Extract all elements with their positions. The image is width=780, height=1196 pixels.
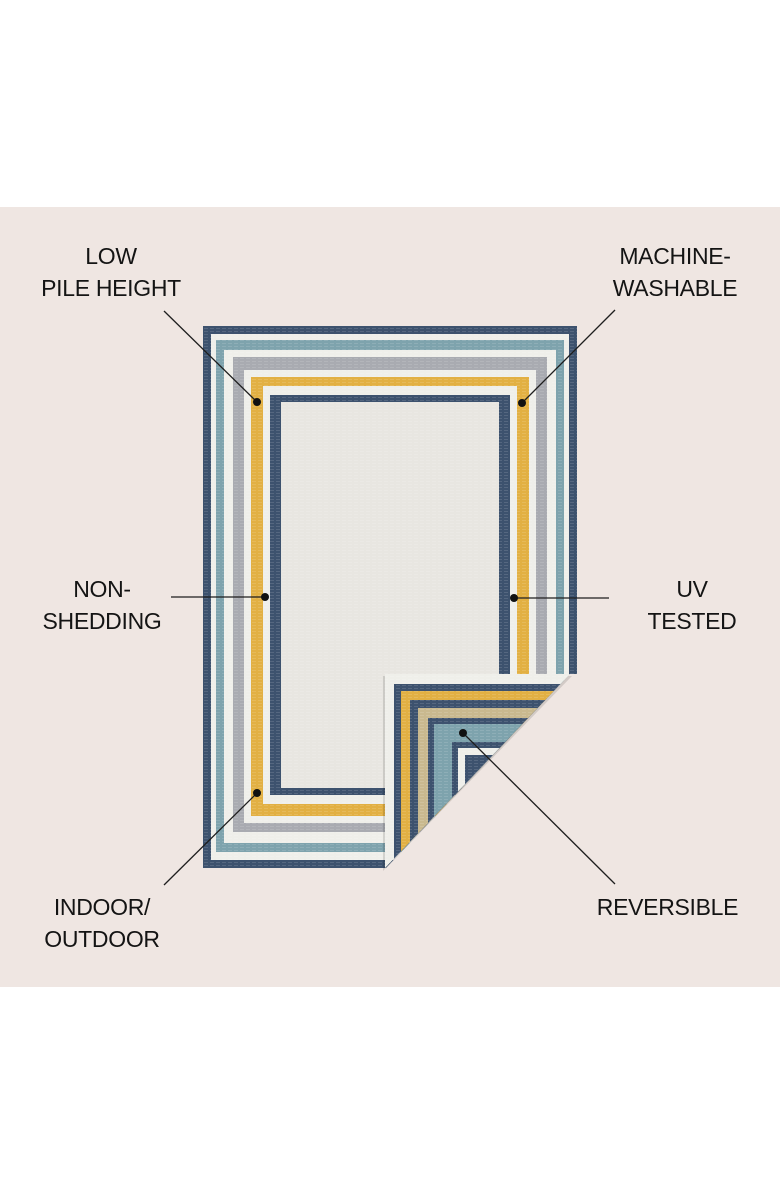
callout-text-line: LOW bbox=[85, 243, 137, 269]
callout-text-line: WASHABLE bbox=[612, 275, 738, 301]
callout-dot-non-shedding bbox=[261, 593, 269, 601]
callout-uv-tested: UV TESTED bbox=[632, 573, 752, 637]
callout-dot-indoor-outdoor bbox=[253, 789, 261, 797]
callout-text-line: OUTDOOR bbox=[44, 926, 160, 952]
callout-dot-reversible bbox=[459, 729, 467, 737]
leader-line-machine-washable bbox=[521, 309, 616, 404]
callout-reversible: REVERSIBLE bbox=[585, 891, 750, 923]
leader-line-reversible bbox=[462, 732, 616, 885]
leader-line-low-pile bbox=[163, 310, 258, 403]
callout-text-line: MACHINE- bbox=[619, 243, 731, 269]
callout-text-line: NON- bbox=[73, 576, 131, 602]
callout-text-line: SHEDDING bbox=[42, 608, 162, 634]
callout-machine-washable: MACHINE- WASHABLE bbox=[600, 240, 750, 304]
callout-dot-low-pile bbox=[253, 398, 261, 406]
leader-line-indoor-outdoor bbox=[163, 792, 258, 886]
callout-low-pile-height: LOW PILE HEIGHT bbox=[30, 240, 192, 304]
callout-indoor-outdoor: INDOOR/ OUTDOOR bbox=[30, 891, 174, 955]
callout-text-line: INDOOR/ bbox=[53, 894, 151, 920]
callout-dot-machine-washable bbox=[518, 399, 526, 407]
callout-text-line: UV bbox=[676, 576, 708, 602]
callout-text-line: TESTED bbox=[647, 608, 737, 634]
callout-text-line: REVERSIBLE bbox=[596, 894, 739, 920]
callout-text-line: PILE HEIGHT bbox=[41, 275, 181, 301]
callout-dot-uv-tested bbox=[510, 594, 518, 602]
callout-non-shedding: NON- SHEDDING bbox=[30, 573, 174, 637]
